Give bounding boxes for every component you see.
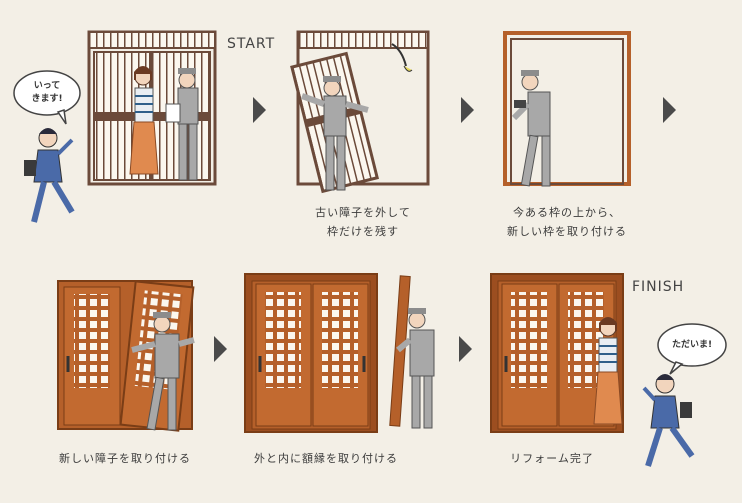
worker-installing xyxy=(131,312,195,431)
step-arrow xyxy=(253,97,266,123)
speech-bubble-leave xyxy=(13,70,81,125)
worker-holding-board xyxy=(396,308,435,429)
speech-text-back: ただいま! xyxy=(671,340,713,350)
step-arrow xyxy=(663,97,676,123)
start-label: START xyxy=(227,36,276,52)
step-arrow xyxy=(214,336,227,362)
family-woman-finish xyxy=(593,317,623,425)
boy-leaving xyxy=(24,128,75,223)
step-caption-install-frame: 今ある枠の上から、 新しい枠を取り付ける xyxy=(507,206,627,238)
speech-text-leave: いって きます! xyxy=(31,81,63,104)
worker-carrying xyxy=(300,76,369,191)
worker-figure xyxy=(165,68,199,181)
step-arrow xyxy=(461,97,474,123)
finish-label: FINISH xyxy=(632,279,685,295)
door-with-casing xyxy=(244,273,378,433)
speech-bubble-back xyxy=(657,323,727,375)
family-woman xyxy=(129,66,159,175)
frame-only xyxy=(296,30,430,186)
step-caption-install-casing: 外と内に額縁を取り付ける xyxy=(254,452,398,465)
step-caption-complete: リフォーム完了 xyxy=(510,452,594,465)
step-caption-remove-shoji: 古い障子を外して 枠だけを残す xyxy=(315,206,411,238)
step-caption-install-shoji: 新しい障子を取り付ける xyxy=(59,452,191,465)
boy-returning xyxy=(642,374,695,467)
new-frame-over-old xyxy=(503,31,631,186)
worker-drilling xyxy=(511,70,551,187)
step-arrow xyxy=(459,336,472,362)
